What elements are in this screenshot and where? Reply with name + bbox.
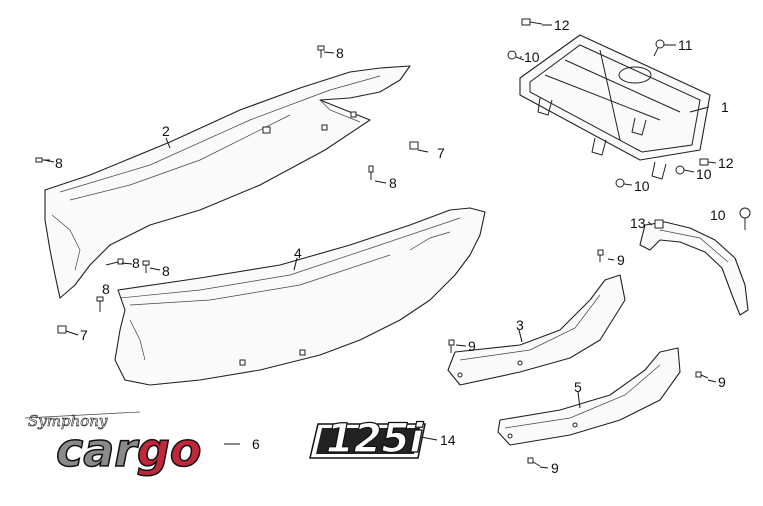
bolt-8-mid-left-icon [105,258,124,266]
callout-7-center: 7 [437,145,445,161]
bolt-12-b-icon [699,158,717,166]
callout-1: 1 [721,99,729,115]
callout-11: 11 [678,37,693,53]
bolt-10-a-icon [507,50,525,61]
part-2-upper-side-cover [44,65,411,299]
bolt-8-center-icon [368,165,374,180]
bolt-8-low-icon [96,296,104,312]
bolt-9-b-icon [448,339,455,353]
fasteners [35,18,751,467]
bolt-9-c-icon [695,371,709,379]
logo-car-text: cargo [56,423,202,477]
part-3-side-rail [447,274,626,386]
callout-14: 14 [440,432,456,448]
callout-8-mid: 8 [162,263,170,279]
callout-5: 5 [574,379,582,395]
callout-2: 2 [162,123,170,139]
callout-12-a: 12 [554,17,570,33]
callout-8-mid-left: 8 [132,255,140,271]
callout-9-b: 9 [468,338,476,354]
bolt-9-d-icon [527,457,541,467]
bolt-10-d-icon [739,207,751,230]
callout-8-left: 8 [55,155,63,171]
callout-8-low: 8 [102,281,110,297]
callout-10-c: 10 [634,178,650,194]
callout-3: 3 [516,317,524,333]
callout-9-a: 9 [617,252,625,268]
callout-13: 13 [630,215,646,231]
clip-7-left-icon [57,325,67,334]
decal-14-125i-logo: 125i [309,415,426,463]
bolt-10-b-icon [675,165,695,175]
callout-10-d: 10 [710,207,726,223]
bolt-12-a-icon [521,18,543,26]
callout-8-top: 8 [336,45,344,61]
callout-10-a: 10 [524,49,540,65]
callout-4: 4 [294,245,302,261]
logo-125i-text: 125i [326,416,424,462]
callout-7-left: 7 [80,327,88,343]
bolt-8-top-icon [317,45,325,58]
callout-8-center: 8 [389,175,397,191]
part-13-bracket [639,219,749,316]
bolt-10-c-icon [615,178,633,188]
callout-labels: 1 2 3 4 5 6 7 7 8 8 8 8 8 8 9 9 9 9 10 1… [55,17,734,476]
bolt-11-icon [653,39,665,57]
bolt-9-a-icon [597,249,604,262]
callout-9-c: 9 [718,374,726,390]
callout-10-b: 10 [696,166,712,182]
bolt-8-left-icon [35,157,50,163]
part-4-lower-side-cover [114,207,486,386]
callout-12-b: 12 [718,155,734,171]
part-5-side-rail [497,347,681,446]
bolt-8-mid-icon [142,260,150,273]
callout-9-d: 9 [551,460,559,476]
decal-6-symphony-cargo-logo: Symphony cargo [24,411,202,478]
callout-6: 6 [252,436,260,452]
clip-7-center-icon [409,141,419,150]
leader-lines [43,44,717,469]
part-1-rear-carrier [519,34,711,180]
